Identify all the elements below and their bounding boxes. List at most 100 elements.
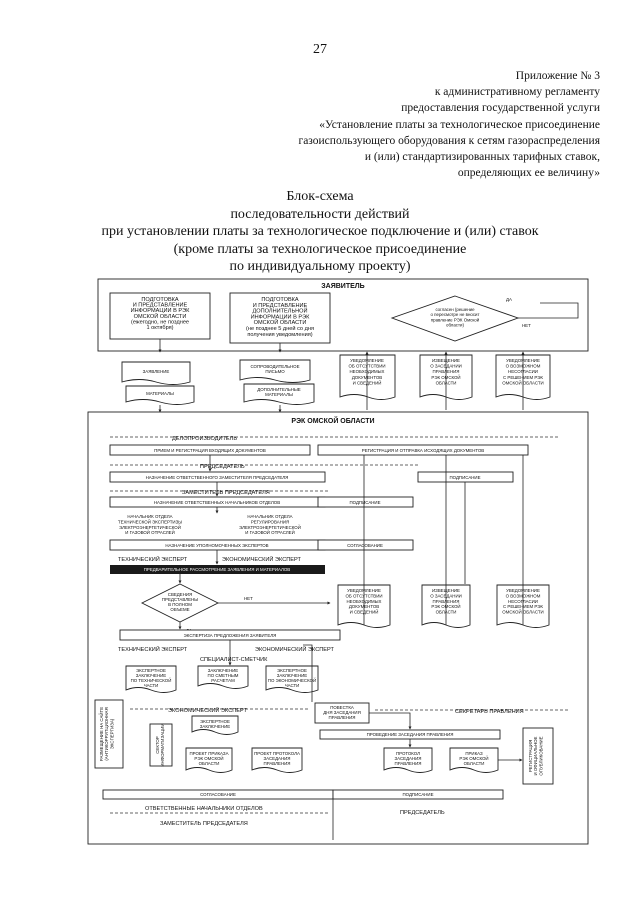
diagram-text-line: В ПОЛНОМ bbox=[168, 602, 192, 607]
diagram-text-line: о пересмотре не вносит bbox=[431, 312, 480, 317]
page-number: 27 bbox=[313, 42, 327, 57]
diagram-text-line: СЕКТОР bbox=[155, 736, 160, 754]
appendix-line: предоставления государственной услуги bbox=[401, 102, 600, 115]
signing-box-1 bbox=[417, 471, 514, 483]
diagram-text-line: ЗАКЛЮЧЕНИЕ bbox=[200, 724, 230, 729]
notice-missing-doc bbox=[339, 354, 396, 400]
appendix-line: определяющих ее величину» bbox=[457, 167, 600, 180]
scheme-title-line: при установлении платы за технологическо… bbox=[101, 224, 539, 239]
concl-tech-doc bbox=[125, 665, 177, 693]
signing-label-3: ПОДПИСАНИЕ bbox=[402, 792, 433, 797]
diagram-text-line: МАТЕРИАЛЫ bbox=[265, 392, 293, 397]
diagram-text-line: ЭКСПЕРТНОЕ bbox=[200, 719, 230, 724]
diagram-text-line: ПРАВЛЕНИЯ bbox=[395, 761, 422, 766]
diagram-text-line: ЭЛЕКТРОЭНЕРГЕТИЧЕСКОЙ bbox=[239, 525, 301, 530]
diagram-text-line: И ОФИЦИАЛЬНОЕ bbox=[533, 736, 538, 775]
diagram-text-line: ОПУБЛИКОВАНИЕ bbox=[538, 736, 543, 775]
diagram-text-line: (АНТИКОРРУПЦИОННАЯ bbox=[104, 707, 109, 760]
diagram-text-line: области) bbox=[446, 323, 464, 328]
diagram-text-line: ПРОЕКТ ПРОТОКОЛА bbox=[254, 751, 300, 756]
rek-header: РЭК ОМСКОЙ ОБЛАСТИ bbox=[291, 416, 374, 425]
chairman-label-2: ПРЕДСЕДАТЕЛЬ bbox=[400, 810, 445, 816]
diagram-text-line: правление РЭК Омской bbox=[431, 317, 480, 322]
no-label: НЕТ bbox=[522, 323, 531, 328]
signing-label: ПОДПИСАНИЕ bbox=[349, 500, 380, 505]
diagram-text-line: ИНФОРМАЦИИ В РЭК bbox=[251, 314, 310, 320]
diagram-text-line: СВЕДЕНИЯ bbox=[168, 592, 192, 597]
diagram-text-line: ОМСКОЙ ОБЛАСТИ bbox=[254, 318, 307, 326]
applicant-header: ЗАЯВИТЕЛЬ bbox=[321, 283, 364, 290]
decision-line bbox=[518, 302, 579, 319]
diagram-text-line: ПРАВЛЕНИЯ bbox=[329, 715, 356, 720]
chairman-label: ПРЕДСЕДАТЕЛЬ bbox=[200, 464, 245, 470]
diagram-text-line: ЭЛЕКТРОЭНЕРГЕТИЧЕСКОЙ bbox=[119, 525, 181, 530]
approval-box bbox=[317, 539, 414, 551]
diagram-text-line: ПРИКАЗ bbox=[465, 751, 483, 756]
outgoing-box bbox=[317, 444, 529, 456]
diagram-text-line: РЕГИСТРАЦИЯ bbox=[528, 740, 533, 772]
tech-expert-label-2: ТЕХНИЧЕСКИЙ ЭКСПЕРТ bbox=[118, 645, 188, 653]
extra-materials-doc bbox=[243, 383, 315, 405]
diagram-text-line: И ПРЕДСТАВЛЕНИЕ bbox=[253, 303, 308, 309]
diagram-text-line: ПО ЭКОНОМИЧЕСКОЙ bbox=[268, 678, 316, 683]
deputy-label: ЗАМЕСТИТЕЛЬ ПРЕДСЕДАТЕЛЯ bbox=[182, 490, 270, 496]
diagram-text-line: НАЧАЛЬНИК ОТДЕЛА bbox=[127, 514, 172, 519]
anticorruption-box bbox=[94, 699, 124, 769]
secretary-label: СЕКРЕТАРЬ ПРАВЛЕНИЯ bbox=[455, 709, 524, 715]
conclusion-doc bbox=[191, 715, 239, 735]
appendix-header: Приложение № 3 к административному регла… bbox=[200, 68, 600, 181]
no-label: НЕТ bbox=[244, 596, 253, 601]
econ-expert-label-3: ЭКОНОМИЧЕСКИЙ ЭКСПЕРТ bbox=[168, 706, 247, 714]
diagram-text-line: ЭКСПЕРТНОЕ bbox=[277, 668, 307, 673]
tech-expert-label: ТЕХНИЧЕСКИЙ ЭКСПЕРТ bbox=[118, 555, 188, 563]
diagram-text-line: ПОДГОТОВКА bbox=[141, 297, 179, 303]
concl-est-doc bbox=[197, 665, 249, 689]
assign-heads-label: НАЗНАЧЕНИЕ ОТВЕТСТВЕННЫХ НАЧАЛЬНИКОВ ОТД… bbox=[154, 500, 280, 505]
diagram-text-line: ЭКСПЕРТИЗА) bbox=[109, 718, 114, 749]
diagram-text-line: 1 октября) bbox=[146, 325, 173, 331]
publication-box bbox=[522, 727, 554, 785]
head-reg-text: НАЧАЛЬНИК ОТДЕЛАРЕГУЛИРОВАНИЯЭЛЕКТРОЭНЕР… bbox=[239, 514, 301, 535]
expertise-label: ЭКСПЕРТИЗА ПРЕДЛОЖЕНИЯ ЗАЯВИТЕЛЯ bbox=[184, 633, 277, 638]
scheme-title-line: по индивидуальному проекту) bbox=[229, 259, 411, 274]
clerk-label: ДЕЛОПРОИЗВОДИТЕЛЬ bbox=[172, 436, 237, 442]
appendix-line: «Установление платы за технологическое п… bbox=[319, 118, 600, 131]
meeting-label: ПРОВЕДЕНИЕ ЗАСЕДАНИЯ ПРАВЛЕНИЯ bbox=[367, 732, 454, 737]
diagram-text-line: РЭК ОМСКОЙ bbox=[459, 756, 488, 761]
diagram-text-line: (ежегодно, не позднее bbox=[131, 319, 189, 325]
diagram-text-line: СОПРОВОДИТЕЛЬНОЕ bbox=[250, 364, 299, 369]
diagram-text-line: ОБЛАСТИ bbox=[464, 761, 485, 766]
diagram-text-line: ЗАКЛЮЧЕНИЕ bbox=[136, 673, 166, 678]
diagram-text-line: ПОВЕСТКА bbox=[330, 705, 354, 710]
diagram-text-line: ПО ТЕХНИЧЕСКОЙ bbox=[131, 678, 172, 683]
agree-decision-diamond bbox=[390, 295, 520, 342]
diagram-text-line: РЕГУЛИРОВАНИЯ bbox=[251, 519, 289, 524]
signing-box-3 bbox=[332, 789, 504, 800]
diagram-text-line: ЗАСЕДАНИЯ bbox=[264, 756, 291, 761]
draft-protocol-doc bbox=[251, 747, 303, 773]
diagram-text-line: И ПРЕДСТАВЛЕНИЕ bbox=[133, 303, 188, 309]
materials-label: МАТЕРИАЛЫ bbox=[146, 391, 174, 396]
appendix-line: и (или) стандартизированных тарифных ста… bbox=[364, 151, 600, 164]
arrow bbox=[369, 712, 412, 730]
materials-doc bbox=[125, 385, 195, 405]
econ-expert-label: ЭКОНОМИЧЕСКИЙ ЭКСПЕРТ bbox=[222, 555, 301, 563]
appendix-line: к административному регламенту bbox=[434, 86, 600, 99]
scheme-title-line: (кроме платы за технологическое присоеди… bbox=[173, 241, 467, 257]
appendix-line: Приложение № 3 bbox=[515, 70, 600, 82]
heads-label: ОТВЕТСТВЕННЫЕ НАЧАЛЬНИКИ ОТДЕЛОВ bbox=[145, 806, 263, 812]
